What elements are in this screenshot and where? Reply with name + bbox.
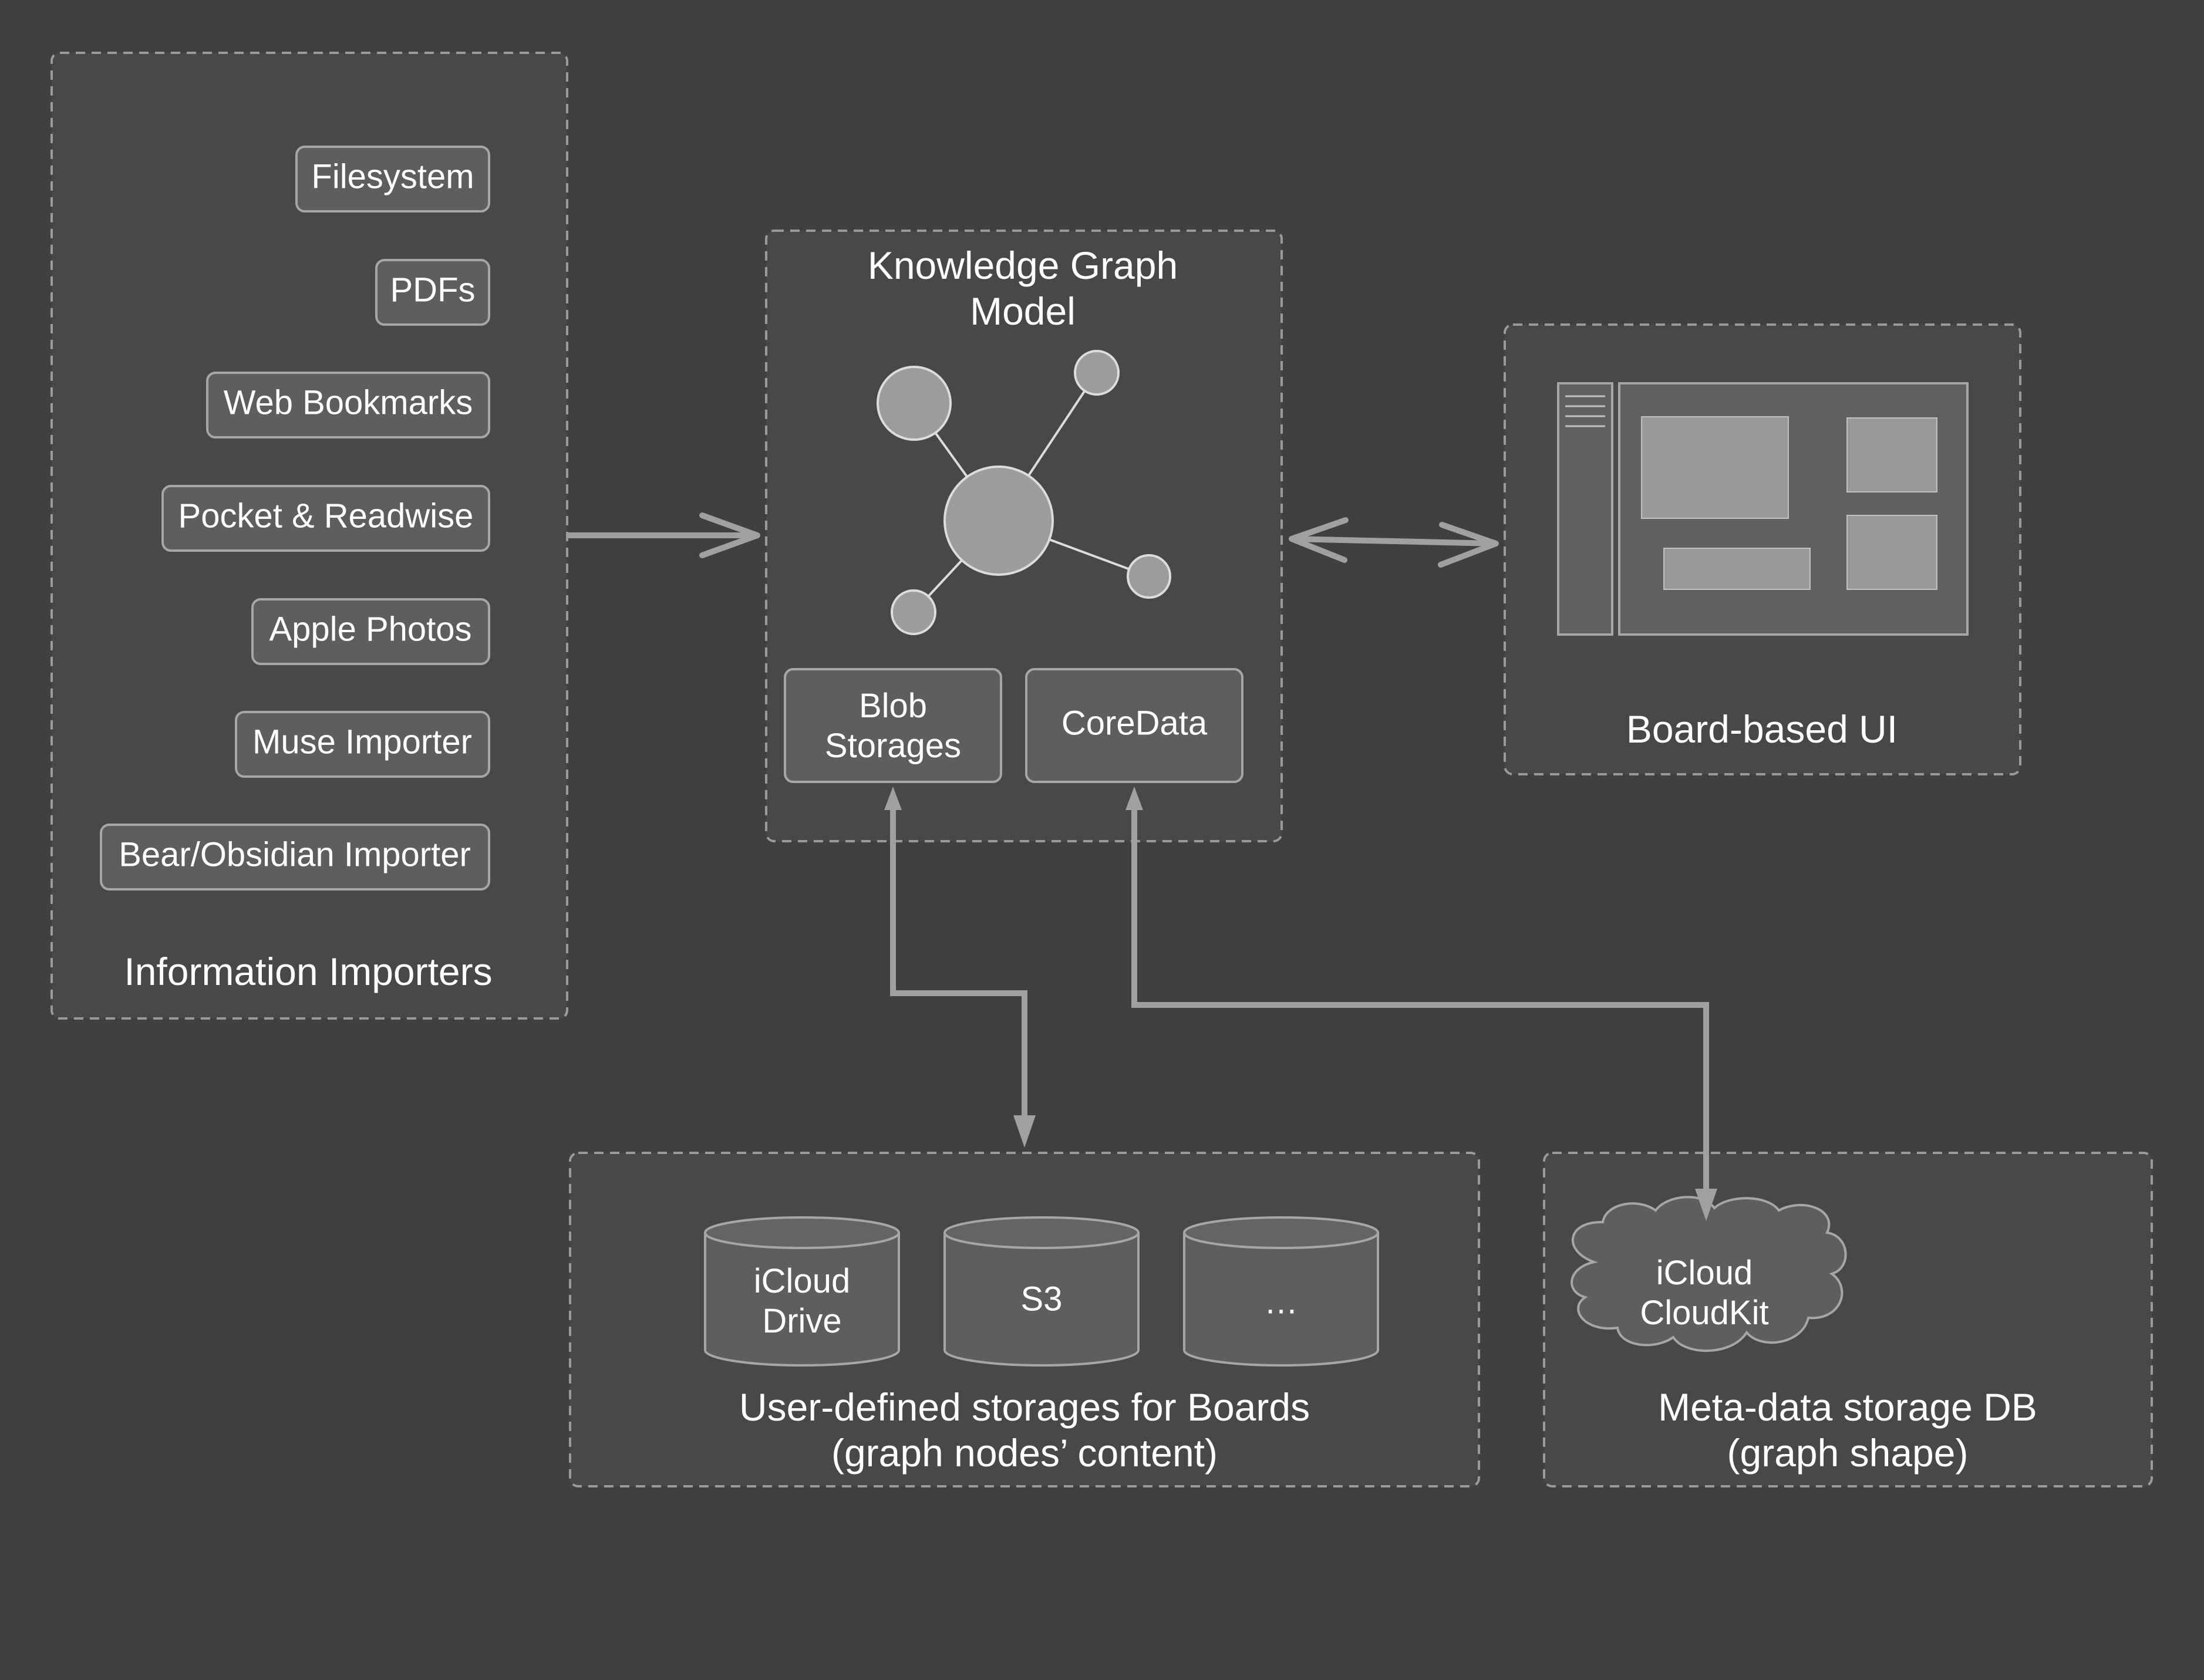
importers-group: Filesystem PDFs Web Bookmarks Pocket & R… [50, 52, 568, 1020]
user-storages-title-line2: (graph nodes’ content) [831, 1431, 1218, 1475]
connector-importers-to-model [567, 512, 760, 558]
metadata-title-line1: Meta-data storage DB [1658, 1385, 2037, 1429]
importer-apple-photos: Apple Photos [251, 598, 490, 665]
importer-web-bookmarks-label: Web Bookmarks [224, 383, 473, 421]
board-ui-sidebar [1557, 382, 1613, 636]
importer-pocket-readwise-label: Pocket & Readwise [178, 497, 474, 535]
importer-pocket-readwise: Pocket & Readwise [161, 485, 490, 552]
connector-coredata-to-cloudkit [1125, 787, 1717, 1221]
blob-storages-label-line1: Blob [859, 687, 927, 725]
s3-cylinder: S3 [943, 1216, 1140, 1367]
model-group: Knowledge Graph Model Blob Storages Core… [765, 230, 1283, 842]
importer-pdfs: PDFs [375, 259, 490, 326]
icloud-drive-label-line1: iCloud [754, 1262, 850, 1300]
blob-storages-box: Blob Storages [784, 668, 1002, 783]
user-storages-group: iCloud Drive S3 … User-defined storages … [569, 1152, 1480, 1487]
importer-pdfs-label: PDFs [390, 271, 476, 309]
icloud-drive-label-line2: Drive [762, 1302, 841, 1340]
connector-model-board-ui [1289, 517, 1499, 568]
arrowhead-icon [1438, 522, 1499, 568]
arrowhead-icon [1289, 517, 1349, 563]
cloudkit-cloud-icon: iCloud CloudKit [1571, 1196, 1847, 1352]
more-storages-cylinder: … [1183, 1216, 1379, 1367]
board-ui-illustration [1557, 382, 1969, 636]
board-ui-card [1846, 417, 1937, 492]
importer-muse-label: Muse Importer [252, 723, 472, 761]
more-storages-label: … [1264, 1283, 1298, 1321]
graph-icon [877, 350, 1171, 635]
model-title-line1: Knowledge Graph [868, 244, 1178, 287]
importer-filesystem: Filesystem [295, 146, 490, 212]
arrowhead-icon [884, 787, 902, 810]
board-ui-card [1663, 548, 1811, 590]
metadata-title-line2: (graph shape) [1727, 1431, 1969, 1475]
coredata-box: CoreData [1025, 668, 1243, 783]
importer-apple-photos-label: Apple Photos [269, 610, 471, 648]
importers-title: Information Importers [124, 950, 492, 993]
importer-bear-obsidian-label: Bear/Obsidian Importer [119, 835, 471, 873]
connector-blob-to-user-storages [884, 787, 1036, 1148]
blob-storages-label-line2: Storages [825, 727, 961, 765]
arrowhead-icon [699, 512, 760, 558]
arrowhead-icon [1695, 1189, 1717, 1221]
importer-muse: Muse Importer [235, 711, 490, 778]
cloudkit-label-line2: CloudKit [1640, 1294, 1768, 1332]
user-storages-title-line1: User-defined storages for Boards [739, 1385, 1310, 1429]
arrowhead-icon [1013, 1115, 1036, 1148]
importer-filesystem-label: Filesystem [311, 157, 474, 195]
cloudkit-label-line1: iCloud [1656, 1254, 1753, 1292]
coredata-label: CoreData [1061, 704, 1208, 742]
importer-bear-obsidian: Bear/Obsidian Importer [100, 824, 490, 890]
board-ui-card [1641, 416, 1789, 519]
board-ui-card [1846, 515, 1937, 590]
s3-label: S3 [1021, 1280, 1063, 1318]
board-ui-group: Board-based UI [1504, 323, 2021, 775]
model-title-line2: Model [970, 289, 1076, 333]
importer-web-bookmarks: Web Bookmarks [206, 372, 490, 438]
arrowhead-icon [1125, 787, 1143, 810]
board-ui-title: Board-based UI [1626, 707, 1898, 751]
metadata-group: iCloud CloudKit Meta-data storage DB (gr… [1543, 1152, 2153, 1487]
icloud-drive-cylinder: iCloud Drive [704, 1216, 900, 1367]
